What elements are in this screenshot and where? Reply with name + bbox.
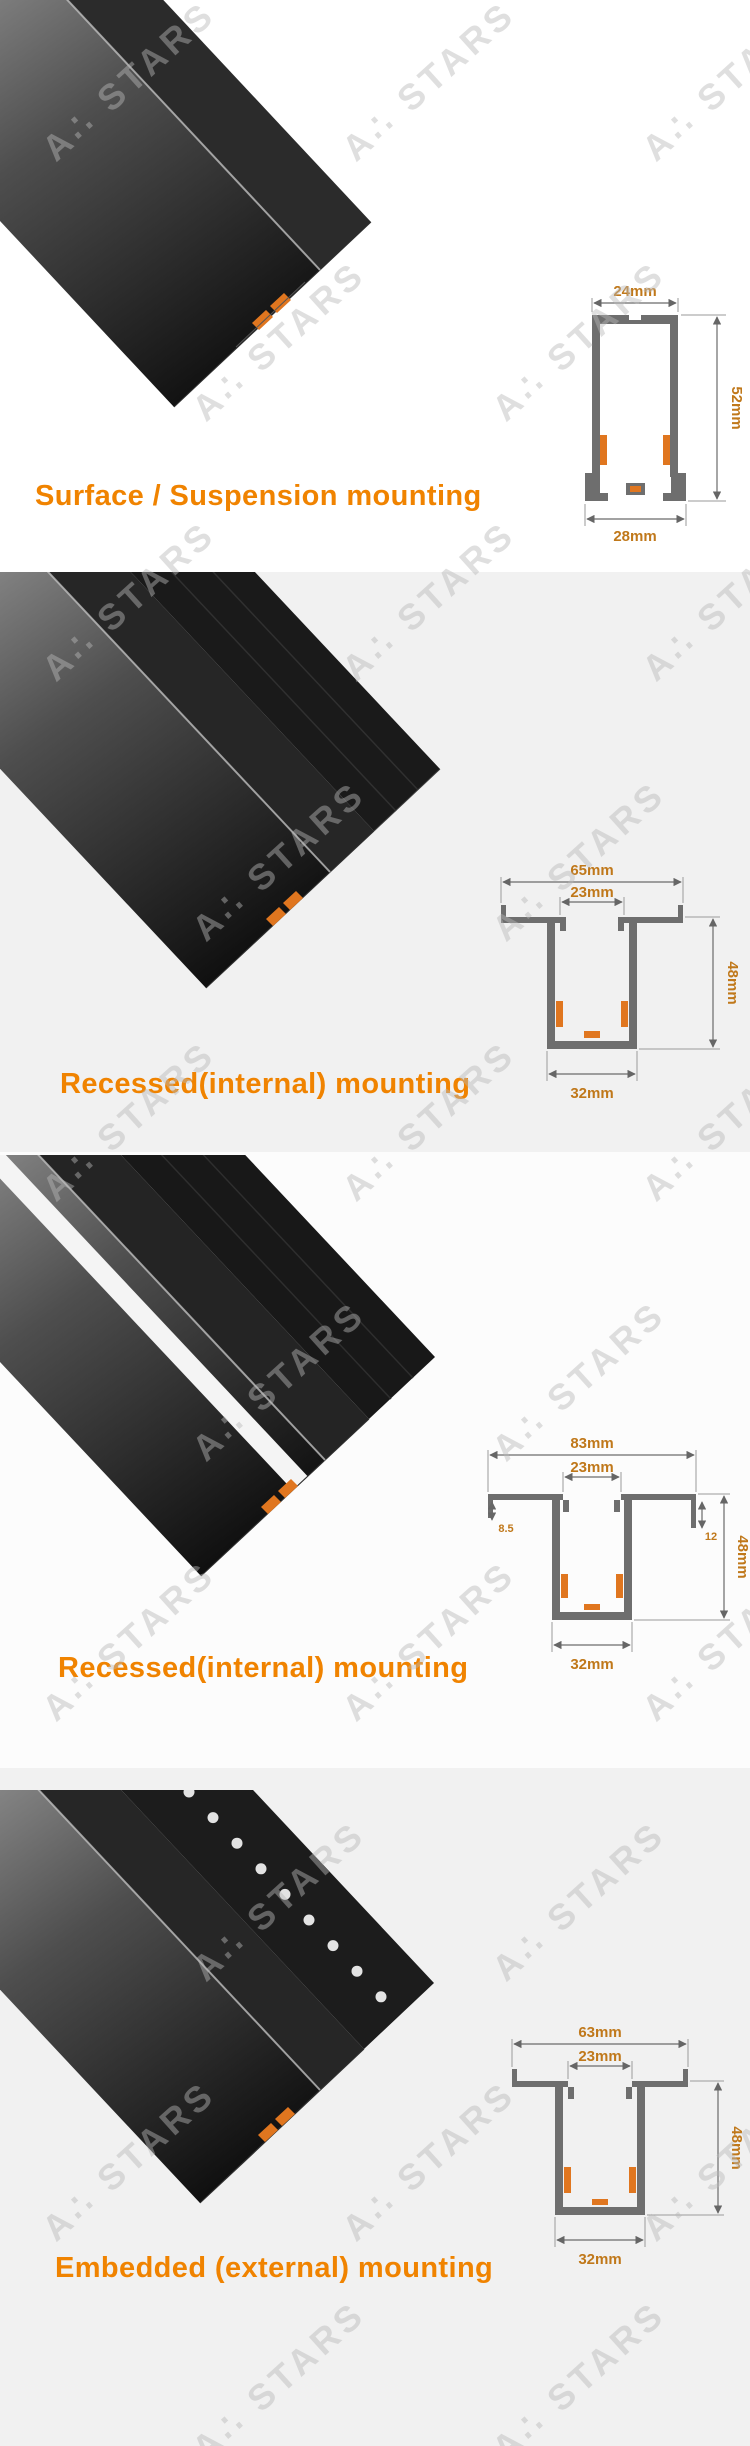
dim-label-opening-width: 23mm bbox=[570, 884, 613, 901]
dim-label-top-width: 24mm bbox=[613, 285, 656, 300]
dim-label-height: 52mm bbox=[728, 386, 745, 429]
dim-label-flange-width: 63mm bbox=[578, 2024, 621, 2041]
product-render-recessed-2 bbox=[0, 1155, 435, 1577]
product-render-embedded bbox=[0, 1790, 434, 2204]
dimension-lines bbox=[511, 2039, 724, 2247]
extrusion-body bbox=[0, 0, 372, 408]
section-embedded-external: 63mm 23mm 48mm 32mm Embedded (external) … bbox=[0, 1768, 750, 2446]
flange-holes bbox=[183, 1790, 387, 2003]
section-recessed-internal-2: 83mm 23mm 8.5 12 48mm 32mm Recessed(inte… bbox=[0, 1152, 750, 1768]
dimension-lines bbox=[487, 1450, 730, 1652]
product-render-recessed-1 bbox=[0, 572, 441, 989]
dim-label-height: 48mm bbox=[734, 1535, 750, 1578]
dimension-diagram-embedded: 63mm 23mm 48mm 32mm bbox=[511, 2024, 745, 2268]
product-render-surface bbox=[0, 0, 372, 408]
profile-cross-section bbox=[501, 905, 683, 1049]
profile-cross-section bbox=[585, 315, 686, 501]
dim-label-body-width: 32mm bbox=[570, 1656, 613, 1673]
extrusion-body bbox=[0, 572, 441, 989]
dim-label-height: 48mm bbox=[724, 961, 741, 1004]
diffuser-strip bbox=[0, 1155, 308, 1491]
extrusion-body bbox=[0, 1155, 435, 1577]
section-title: Recessed(internal) mounting bbox=[60, 1068, 471, 1100]
dimension-lines bbox=[500, 877, 720, 1081]
dim-label-flange-width: 65mm bbox=[570, 862, 613, 879]
section-recessed-internal-1: 65mm 23mm 48mm 32mm Recessed(internal) m… bbox=[0, 572, 750, 1152]
dim-label-flange-width: 83mm bbox=[570, 1435, 613, 1452]
dim-label-right-edge: 12 bbox=[705, 1531, 717, 1543]
profile-cross-section bbox=[488, 1494, 696, 1620]
dimension-diagram-recessed-1: 65mm 23mm 48mm 32mm bbox=[500, 862, 741, 1102]
dim-label-left-edge: 8.5 bbox=[498, 1523, 513, 1535]
extrusion-body bbox=[0, 1790, 434, 2204]
section-surface-suspension: 24mm 52mm 28mm Surface / Suspension moun… bbox=[0, 0, 750, 572]
dim-label-opening-width: 23mm bbox=[578, 2048, 621, 2065]
section-title: Embedded (external) mounting bbox=[55, 2252, 494, 2284]
dimension-diagram-recessed-2: 83mm 23mm 8.5 12 48mm 32mm bbox=[487, 1435, 750, 1673]
section-title: Recessed(internal) mounting bbox=[58, 1652, 469, 1684]
dim-label-bottom-width: 28mm bbox=[613, 528, 656, 545]
dim-label-body-width: 32mm bbox=[570, 1085, 613, 1102]
dim-label-opening-width: 23mm bbox=[570, 1459, 613, 1476]
dim-label-height: 48mm bbox=[728, 2126, 745, 2169]
dim-label-body-width: 32mm bbox=[578, 2251, 621, 2268]
profile-cross-section bbox=[512, 2069, 688, 2215]
section-title: Surface / Suspension mounting bbox=[35, 480, 482, 512]
dimension-diagram-surface: 24mm 52mm 28mm bbox=[584, 285, 745, 545]
dimension-lines bbox=[584, 298, 726, 526]
